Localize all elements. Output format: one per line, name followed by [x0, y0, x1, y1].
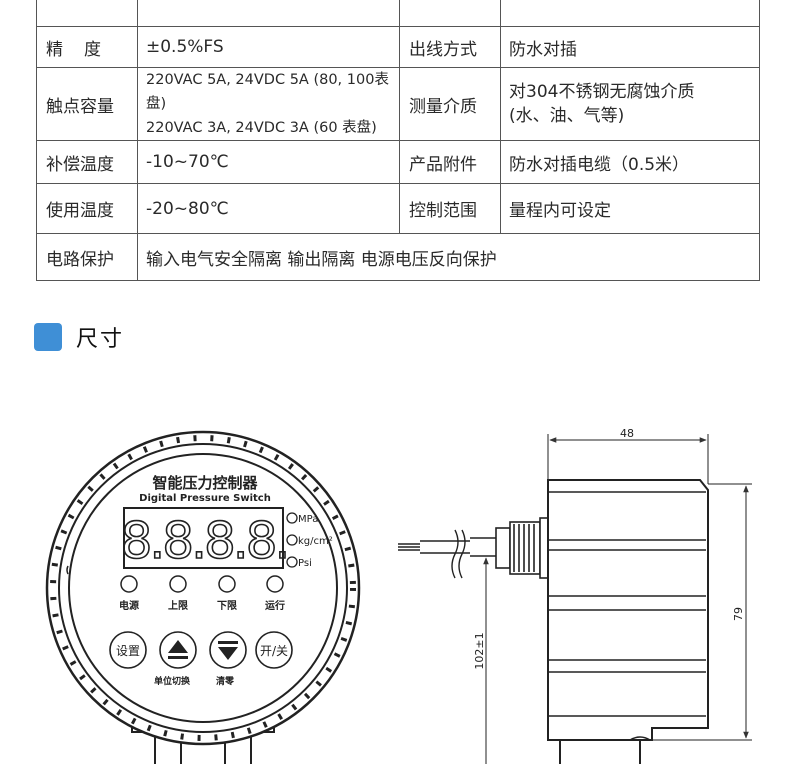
- led-display: [123, 507, 284, 569]
- unit-kgcm2: kg/cm²: [298, 536, 333, 547]
- spec-table: 精 度 ±0.5%FS 出线方式 防水对插 触点容量 220VAC 5A, 24…: [36, 0, 760, 281]
- dim-height: 79: [732, 607, 745, 621]
- led-digits: 8.8.8.8.: [121, 512, 288, 570]
- spec-value-medium: 对304不锈钢无腐蚀介质 (水、油、气等): [500, 67, 760, 141]
- spec-value-protection: 输入电气安全隔离 输出隔离 电源电压反向保护: [137, 233, 760, 281]
- section-heading: 尺寸: [34, 321, 124, 353]
- onoff-button-label: 开/关: [260, 644, 288, 658]
- spec-label-compensation: 补偿温度: [36, 140, 138, 184]
- spec-value-operating-temp: -20~80℃: [137, 183, 400, 234]
- onoff-button: [255, 631, 293, 669]
- spec-value-outlet: 防水对插: [500, 26, 760, 68]
- cable: [398, 529, 496, 579]
- spec-value-accessory: 防水对插电缆（0.5米）: [500, 140, 760, 184]
- table-row: 电路保护 输入电气安全隔离 输出隔离 电源电压反向保护: [36, 233, 760, 281]
- spec-label-control-range: 控制范围: [399, 183, 501, 234]
- set-button: [109, 631, 147, 669]
- contact-line-2: 220VAC 3A, 24VDC 3A (60 表盘): [146, 120, 377, 136]
- device-body: [547, 479, 709, 764]
- status-indicators: 电源 上限 下限 运行: [119, 575, 285, 612]
- device-title-en: Digital Pressure Switch: [139, 493, 271, 504]
- side-view: 48 79 102±1: [398, 427, 752, 764]
- rim-knurl: [50, 435, 356, 741]
- table-row: 使用温度 -20~80℃ 控制范围 量程内可设定: [36, 183, 760, 234]
- cable-gland: [495, 517, 549, 579]
- dim-total: 102±1: [473, 632, 486, 669]
- caption-unit-switch: 单位切换: [154, 675, 191, 687]
- unit-indicators: MPa kg/cm² Psi: [286, 512, 333, 569]
- medium-line-1: 对304不锈钢无腐蚀介质: [509, 82, 695, 102]
- front-buttons: 设置 开/关 单位切换 清零: [109, 631, 293, 687]
- contact-line-1: 220VAC 5A, 24VDC 5A (80, 100表盘): [146, 72, 389, 112]
- device-title-cn: 智能压力控制器: [152, 474, 258, 492]
- spec-label-operating-temp: 使用温度: [36, 183, 138, 234]
- section-marker-icon: [34, 323, 62, 351]
- spec-label-accessory: 产品附件: [399, 140, 501, 184]
- front-view: 智能压力控制器 Digital Pressure Switch 8.8.8.8.…: [45, 430, 361, 764]
- set-button-label: 设置: [116, 644, 140, 658]
- up-arrow-icon: [168, 640, 188, 659]
- unit-mpa: MPa: [298, 514, 318, 525]
- indicator-power: 电源: [119, 599, 139, 612]
- indicator-lower: 下限: [217, 600, 238, 612]
- spec-label-accuracy: 精 度: [36, 26, 138, 68]
- indicator-run: 运行: [265, 599, 285, 612]
- spec-label-medium: 测量介质: [399, 67, 501, 141]
- section-title: 尺寸: [76, 327, 125, 352]
- spec-label-protection: 电路保护: [36, 233, 138, 281]
- spec-value-compensation: -10~70℃: [137, 140, 400, 184]
- table-row: 补偿温度 -10~70℃ 产品附件 防水对插电缆（0.5米）: [36, 140, 760, 184]
- medium-line-2: (水、油、气等): [509, 106, 625, 126]
- unit-psi: Psi: [298, 558, 312, 569]
- indicator-upper: 上限: [168, 599, 189, 612]
- down-arrow-icon: [218, 641, 238, 660]
- dim-width: 48: [620, 427, 634, 440]
- caption-zero: 清零: [216, 675, 235, 687]
